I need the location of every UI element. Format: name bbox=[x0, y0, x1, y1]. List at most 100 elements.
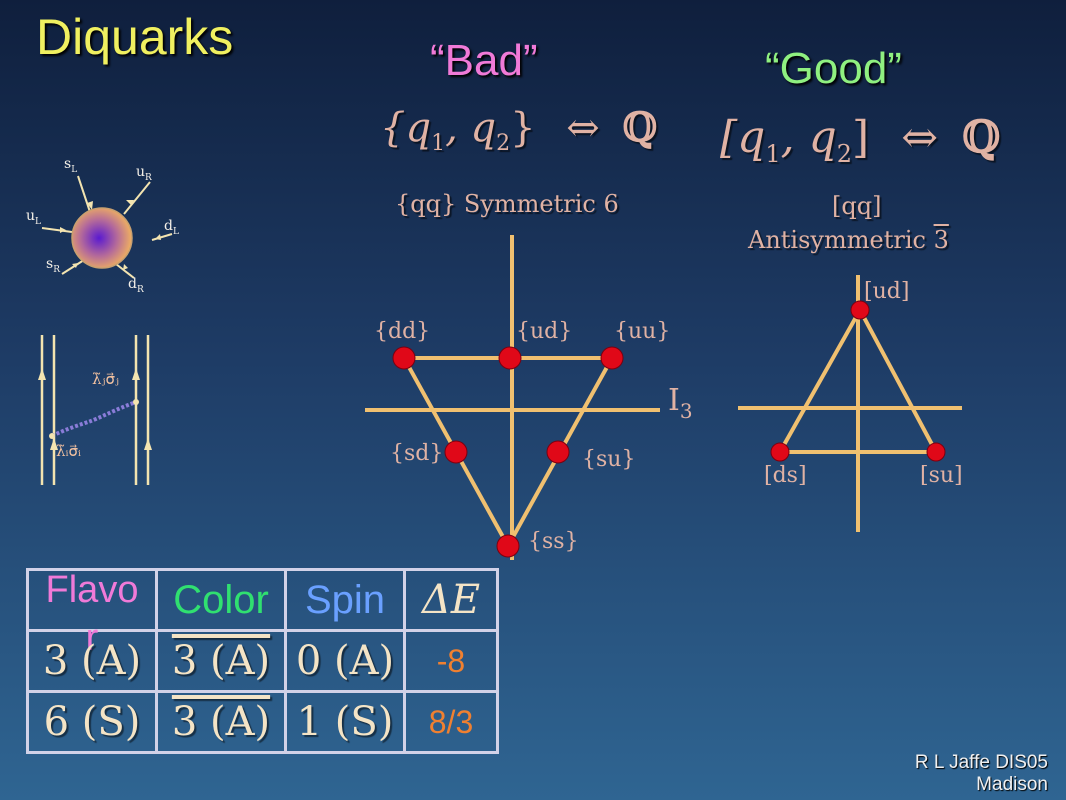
page-title: Diquarks bbox=[36, 9, 234, 65]
good-formula-open: [q bbox=[720, 112, 766, 163]
star-label-6: dR bbox=[128, 276, 144, 295]
header-spin: Spin bbox=[284, 568, 406, 632]
cell-spin: 1 (S) bbox=[284, 690, 406, 754]
state-label-su: {su} bbox=[582, 447, 635, 472]
good-formula: [q1, q2] ⇔ ℚ bbox=[720, 112, 1000, 168]
bad-diquark-heading: “Bad” bbox=[430, 36, 538, 85]
header-spin-label: Spin bbox=[304, 577, 386, 622]
star-line-6 bbox=[115, 263, 135, 279]
star-label-2: uR bbox=[136, 164, 152, 183]
hadron-ball bbox=[71, 207, 133, 269]
good-formula-sub1: 1 bbox=[765, 139, 781, 168]
state-dot-su bbox=[546, 440, 570, 464]
state-label-su-good: [su] bbox=[920, 463, 963, 488]
state-dot-dd bbox=[392, 346, 416, 370]
cell-spin: 0 (A) bbox=[284, 629, 406, 693]
header-flavor: Flavor bbox=[26, 568, 158, 659]
good-formula-mid: , q bbox=[780, 112, 837, 163]
table-row: 3 (A) 3 (A) 0 (A) -8 bbox=[26, 629, 499, 693]
star-arrow-2 bbox=[126, 200, 134, 205]
good-multiplet-caption-text: Antisymmetric bbox=[748, 226, 934, 254]
vertex-top bbox=[133, 399, 139, 405]
star-arrow-6 bbox=[123, 264, 128, 270]
quark-arrow-1 bbox=[38, 368, 46, 380]
header-delta-e: ΔE bbox=[403, 568, 499, 632]
good-multiplet-caption: Antisymmetric 3 bbox=[748, 226, 949, 254]
state-dot-su-good bbox=[926, 442, 946, 462]
footer-author: R L Jaffe DIS05 bbox=[914, 752, 1048, 773]
gluon-exchange-diagram: λ̃ⱼσ⃗ⱼ λ̃ᵢσ⃗ᵢ bbox=[38, 335, 152, 485]
i3-axis-label: I3 bbox=[668, 383, 693, 423]
table-header-row: Flavor Color Spin ΔE bbox=[26, 568, 499, 659]
bad-formula-sub2: 2 bbox=[496, 131, 511, 156]
star-arrow-1 bbox=[87, 201, 93, 210]
state-dot-ud-good bbox=[850, 300, 870, 320]
state-dot-ss bbox=[496, 534, 520, 558]
cell-color: 3 (A) bbox=[155, 690, 287, 754]
header-color-label: Color bbox=[173, 577, 269, 622]
footer: R L Jaffe DIS05 Madison bbox=[915, 752, 1048, 796]
bad-formula-sub1: 1 bbox=[431, 131, 446, 156]
state-label-uu: {uu} bbox=[614, 319, 670, 344]
bad-formula: {q1, q2} ⇔ ℚ bbox=[380, 104, 657, 156]
good-formula-sub2: 2 bbox=[836, 139, 853, 168]
table-row: 6 (S) 3 (A) 1 (S) 8/3 bbox=[26, 690, 499, 754]
cell-delta-e: -8 bbox=[403, 629, 499, 693]
cell-delta-e: 8/3 bbox=[403, 690, 499, 754]
bad-sextet-diagram: {dd} {ud} {uu} {sd} {su} {ss} I3 bbox=[365, 235, 693, 560]
good-arrow: ⇔ bbox=[901, 112, 939, 163]
header-delta-e-label: ΔE bbox=[421, 577, 481, 623]
star-label-4: dL bbox=[164, 218, 179, 237]
star-line-5 bbox=[61, 259, 85, 275]
star-arrow-3 bbox=[60, 227, 66, 233]
good-Q-symbol: ℚ bbox=[962, 112, 1001, 163]
good-multiplet-rep: 3 bbox=[933, 226, 949, 254]
bad-formula-close: } bbox=[510, 105, 536, 151]
star-line-1 bbox=[77, 175, 91, 213]
state-label-ud-good: [ud] bbox=[864, 279, 909, 304]
state-label-ds: [ds] bbox=[764, 463, 807, 488]
quark-arrow-3 bbox=[132, 368, 140, 380]
quark-star-diagram: sL uR uL dL sR dR bbox=[26, 156, 179, 295]
footer-location: Madison bbox=[976, 774, 1048, 795]
quark-arrow-2 bbox=[50, 438, 58, 450]
bad-Q-symbol: ℚ bbox=[622, 104, 658, 151]
state-label-ud: {ud} bbox=[516, 319, 572, 344]
state-dot-ud bbox=[498, 346, 522, 370]
bad-arrow: ⇔ bbox=[566, 105, 600, 151]
star-arrow-4 bbox=[155, 234, 161, 240]
good-multiplet-caption-top: [qq] bbox=[832, 192, 882, 220]
state-label-ss: {ss} bbox=[528, 529, 579, 554]
cell-flavor: 3 (A) bbox=[26, 629, 158, 693]
state-dot-uu bbox=[600, 346, 624, 370]
gluon-vertex-label-top: λ̃ⱼσ⃗ⱼ bbox=[92, 370, 119, 388]
vertex-bottom bbox=[49, 433, 55, 439]
cell-color: 3 (A) bbox=[155, 629, 287, 693]
state-dot-ds bbox=[770, 442, 790, 462]
star-line-3 bbox=[41, 227, 73, 233]
star-label-5: sR bbox=[46, 256, 60, 275]
energy-table: Flavor Color Spin ΔE 3 (A) 3 (A) 0 (A) -… bbox=[26, 568, 499, 754]
quark-arrow-4 bbox=[144, 438, 152, 450]
state-label-dd: {dd} bbox=[374, 319, 430, 344]
gluon-vertex-label-bottom: λ̃ᵢσ⃗ᵢ bbox=[56, 442, 81, 460]
state-dot-sd bbox=[444, 440, 468, 464]
star-line-4 bbox=[151, 233, 173, 241]
bad-formula-mid: , q bbox=[445, 105, 497, 151]
header-flavor-label: Flavor bbox=[45, 569, 139, 659]
state-label-sd: {sd} bbox=[390, 441, 443, 466]
good-antitriplet-diagram: [ud] [ds] [su] bbox=[738, 275, 963, 532]
star-label-3: uL bbox=[26, 208, 41, 227]
gluon-line bbox=[51, 400, 137, 438]
bad-formula-open: {q bbox=[380, 105, 432, 151]
good-edge-left bbox=[778, 309, 862, 453]
bad-multiplet-caption: {qq} Symmetric 6 bbox=[395, 190, 619, 218]
good-diquark-heading: “Good” bbox=[765, 44, 902, 93]
star-label-1: sL bbox=[64, 156, 77, 175]
star-line-2 bbox=[123, 181, 151, 215]
cell-flavor: 6 (S) bbox=[26, 690, 158, 754]
star-arrow-5 bbox=[72, 263, 78, 268]
good-formula-close: ] bbox=[852, 112, 870, 163]
good-edge-right bbox=[858, 309, 938, 453]
header-color: Color bbox=[155, 568, 287, 632]
